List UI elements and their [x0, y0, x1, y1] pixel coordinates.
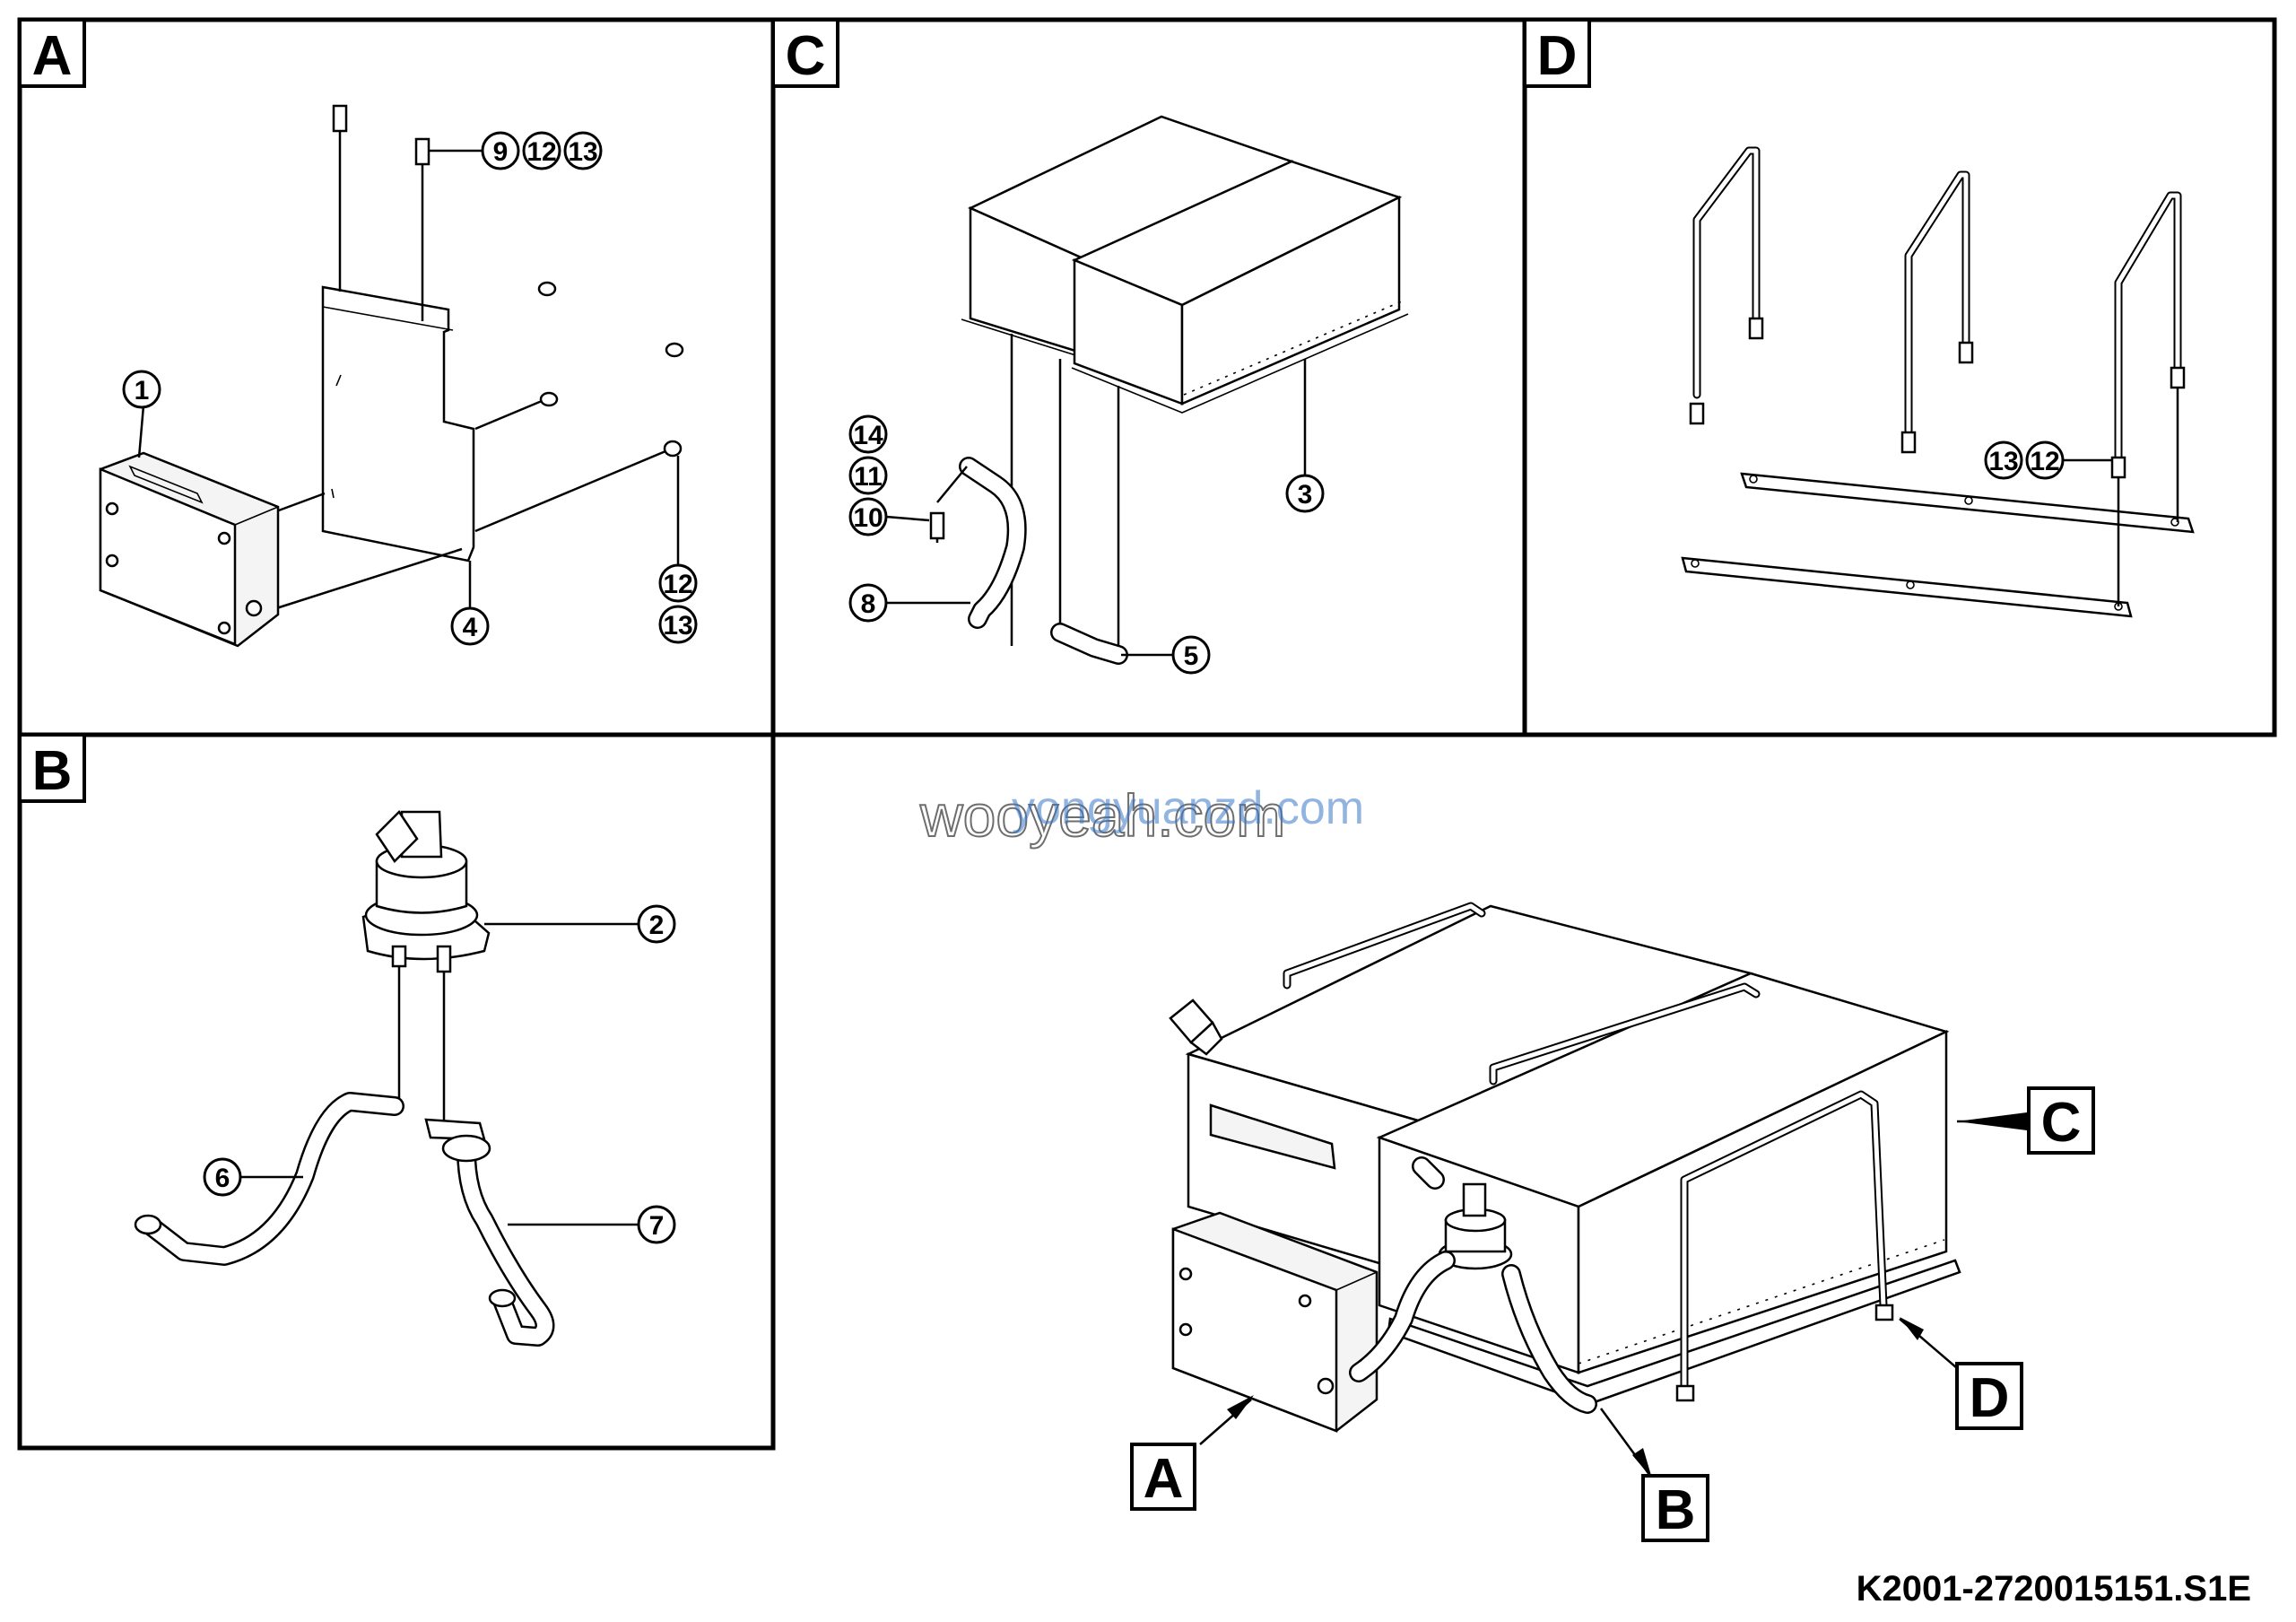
overview-elbow-connector [1169, 998, 1223, 1056]
callout-7: 7 [508, 1205, 676, 1244]
svg-text:yongyuanzd.com: yongyuanzd.com [1012, 782, 1364, 834]
panel-b-tag: B [18, 733, 86, 803]
bolt-10 [929, 466, 968, 543]
overview-control-box [1171, 1211, 1378, 1433]
callout-14: 14 [848, 414, 888, 454]
overview-tag-a: A [1130, 1395, 1254, 1511]
callout-3: 3 [1285, 474, 1325, 513]
cable-5 [1050, 623, 1128, 665]
cable-8 [959, 457, 1027, 629]
cable-7 [424, 1118, 555, 1347]
svg-text:1: 1 [135, 376, 150, 406]
svg-text:13: 13 [568, 137, 597, 167]
svg-text:14: 14 [853, 421, 883, 450]
callout-2: 2 [484, 904, 676, 944]
panel-d-tag-label: D [1537, 25, 1578, 87]
svg-text:12: 12 [2030, 447, 2059, 476]
svg-text:3: 3 [1298, 480, 1313, 510]
callout-6: 6 [203, 1157, 303, 1197]
overview-battery-switch [1438, 1182, 1513, 1270]
panel-d-tag: D [1523, 18, 1591, 88]
battery-block-right [1071, 160, 1409, 414]
svg-text:4: 4 [463, 613, 478, 642]
svg-text:wooyeah.com: wooyeah.com [919, 782, 1285, 849]
svg-text:9: 9 [493, 137, 509, 167]
mounting-bracket [321, 285, 475, 562]
svg-text:13: 13 [663, 611, 692, 641]
overview-tag-c: C [1957, 1086, 2095, 1155]
u-bolt-right [2110, 191, 2186, 479]
overview-u-bolts [1283, 902, 1894, 1402]
overview-tag-d: D [1899, 1317, 2023, 1430]
control-box [99, 451, 280, 648]
u-bolt-left [1689, 146, 1764, 425]
svg-text:A: A [1144, 1448, 1184, 1510]
cable-6 [134, 1092, 404, 1266]
callout-8: 8 [848, 583, 970, 623]
u-bolt-middle [1900, 170, 1974, 454]
panel-c-artwork [929, 115, 1409, 665]
callout-11: 11 [848, 456, 888, 495]
strip-lower [1681, 556, 2133, 618]
document-id: K2001-2720015151.S1E [1857, 1569, 2251, 1609]
svg-text:2: 2 [649, 911, 665, 940]
svg-text:12: 12 [526, 137, 556, 167]
panel-a-artwork [99, 104, 684, 648]
panel-d-artwork [1681, 146, 2195, 618]
callout-13-12-panel-d: 13 12 [1984, 440, 2112, 480]
callout-10: 10 [848, 497, 930, 536]
overview-tag-b: B [1599, 1408, 1709, 1542]
svg-text:D: D [1970, 1367, 2010, 1429]
panel-a-tag: A [18, 18, 86, 88]
panel-c-tag: C [771, 18, 839, 88]
svg-text:7: 7 [649, 1211, 665, 1241]
svg-text:5: 5 [1184, 641, 1199, 671]
strip-upper [1740, 472, 2195, 534]
top-bolt-left [332, 104, 348, 292]
callout-9-12-13: 9 12 13 [429, 131, 603, 170]
nuts [537, 281, 684, 458]
overview-cables [1349, 1156, 1597, 1414]
watermark: wooyeah.com yongyuanzd.com [918, 781, 1364, 850]
panel-c-tag-label: C [786, 25, 826, 87]
svg-text:12: 12 [663, 570, 692, 599]
svg-text:13: 13 [1988, 447, 2018, 476]
panel-a-tag-label: A [32, 25, 73, 87]
panel-d-frame [1522, 17, 2277, 737]
panel-b-frame [17, 732, 776, 1451]
svg-text:6: 6 [215, 1164, 230, 1193]
svg-text:C: C [2041, 1092, 2082, 1154]
svg-text:11: 11 [854, 462, 883, 492]
svg-text:B: B [1656, 1479, 1696, 1541]
callout-1: 1 [122, 370, 161, 409]
callout-5: 5 [1121, 635, 1211, 675]
panel-b-tag-label: B [32, 740, 73, 802]
svg-text:10: 10 [853, 503, 883, 533]
callout-12-13-lower: 12 13 [658, 456, 698, 644]
battery-switch [361, 810, 491, 973]
svg-text:8: 8 [861, 589, 876, 619]
top-bolt-right [414, 137, 430, 321]
overview-assembly [1169, 902, 1961, 1433]
panel-b-artwork [134, 810, 555, 1347]
callout-4: 4 [450, 561, 490, 646]
